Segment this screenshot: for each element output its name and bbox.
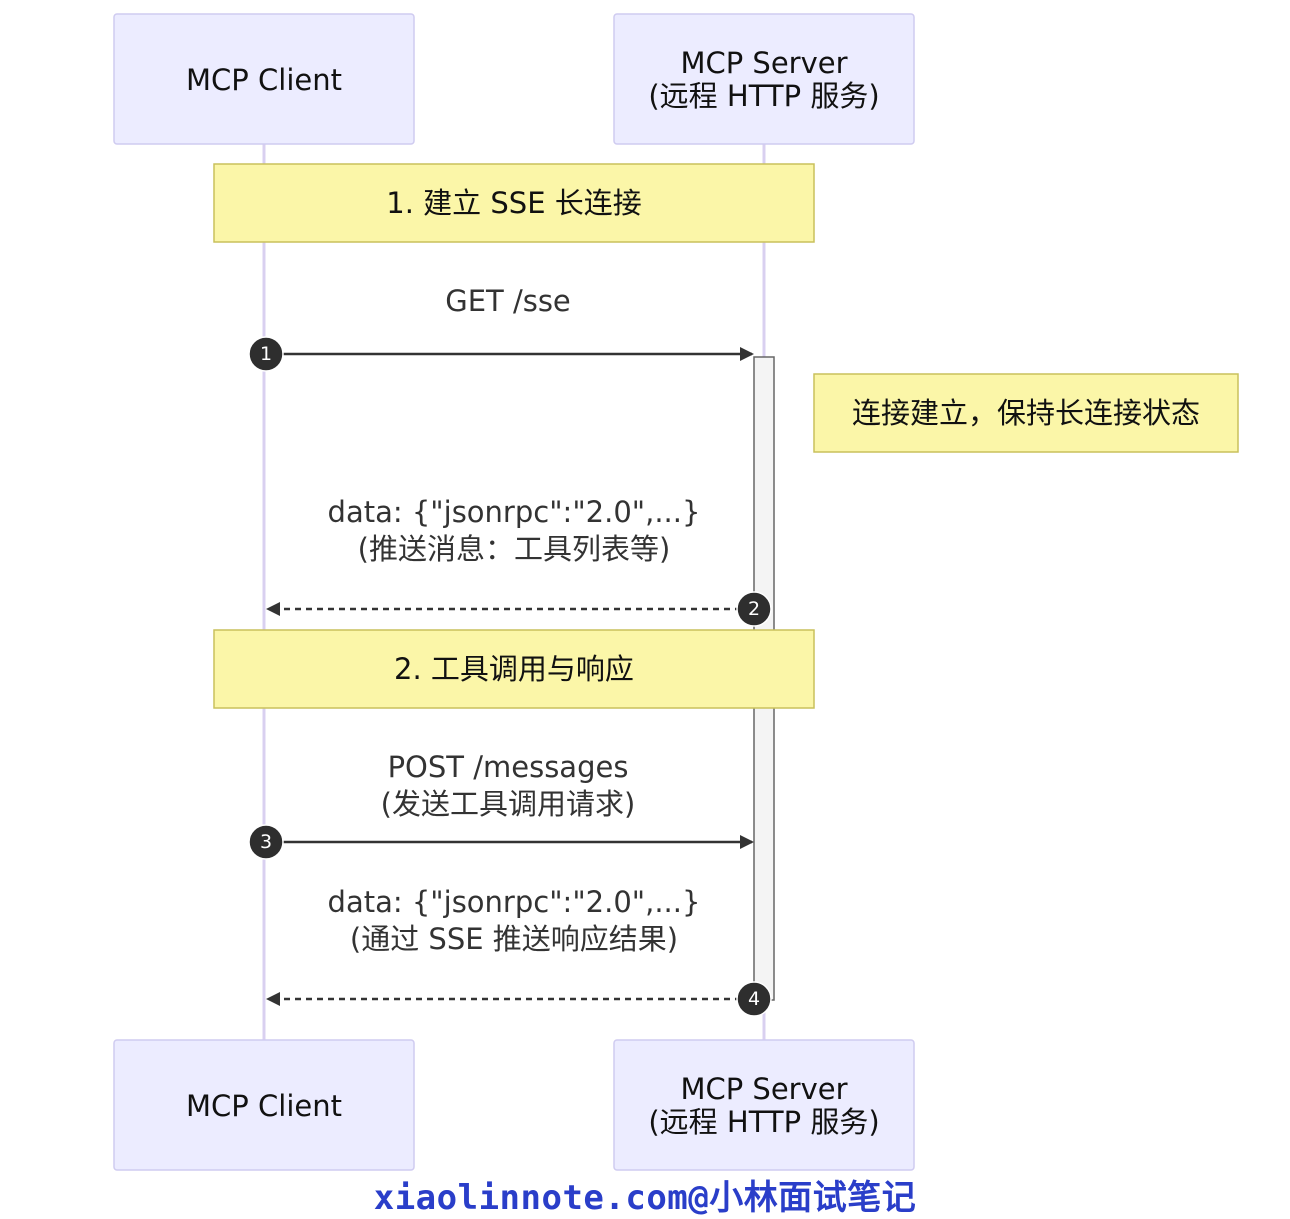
sequence-number-1 — [248, 336, 284, 372]
message-4: data: {"jsonrpc":"2.0",...} (通过 SSE 推送响应… — [266, 885, 772, 1017]
message-1-label: GET /sse — [445, 284, 571, 318]
sequence-number-3-text: 3 — [260, 831, 272, 853]
message-2-label-line1: data: {"jsonrpc":"2.0",...} — [328, 495, 701, 529]
participant-server-top-label-line2: (远程 HTTP 服务) — [648, 79, 879, 113]
watermark: xiaolinnote.com@小林面试笔记 — [373, 1178, 917, 1218]
message-3-label-line1: POST /messages — [388, 750, 629, 784]
message-3: POST /messages (发送工具调用请求) 3 — [248, 750, 754, 860]
participant-server-bottom-label-line2: (远程 HTTP 服务) — [648, 1105, 879, 1139]
message-2: data: {"jsonrpc":"2.0",...} (推送消息：工具列表等)… — [266, 495, 772, 627]
sequence-number-4-text: 4 — [748, 988, 760, 1010]
note-connection-established-text: 连接建立，保持长连接状态 — [852, 396, 1200, 430]
participant-server-bottom-label-line1: MCP Server — [680, 1072, 847, 1106]
participant-client-bottom-label: MCP Client — [186, 1089, 342, 1123]
message-1: GET /sse 1 — [248, 284, 754, 372]
sequence-number-2 — [736, 591, 772, 627]
message-4-label-line1: data: {"jsonrpc":"2.0",...} — [328, 885, 701, 919]
message-2-label-line2: (推送消息：工具列表等) — [358, 532, 671, 566]
participant-server-top: MCP Server (远程 HTTP 服务) — [613, 13, 915, 145]
participant-server-bottom: MCP Server (远程 HTTP 服务) — [613, 1039, 915, 1171]
note-section-2: 2. 工具调用与响应 — [213, 629, 815, 709]
sequence-number-4 — [736, 981, 772, 1017]
sequence-number-3 — [248, 824, 284, 860]
message-3-label-line2: (发送工具调用请求) — [381, 787, 636, 821]
participant-server-top-label-line1: MCP Server — [680, 46, 847, 80]
sequence-number-1-text: 1 — [260, 343, 272, 365]
message-4-label-line2: (通过 SSE 推送响应结果) — [350, 922, 678, 956]
note-section-2-text: 2. 工具调用与响应 — [394, 652, 634, 686]
note-section-1: 1. 建立 SSE 长连接 — [213, 163, 815, 243]
participant-client-top-label: MCP Client — [186, 63, 342, 97]
note-connection-established: 连接建立，保持长连接状态 — [813, 373, 1239, 453]
participant-client-top: MCP Client — [113, 13, 415, 145]
sequence-number-2-text: 2 — [748, 598, 760, 620]
note-section-1-text: 1. 建立 SSE 长连接 — [386, 186, 641, 220]
participant-client-bottom: MCP Client — [113, 1039, 415, 1171]
